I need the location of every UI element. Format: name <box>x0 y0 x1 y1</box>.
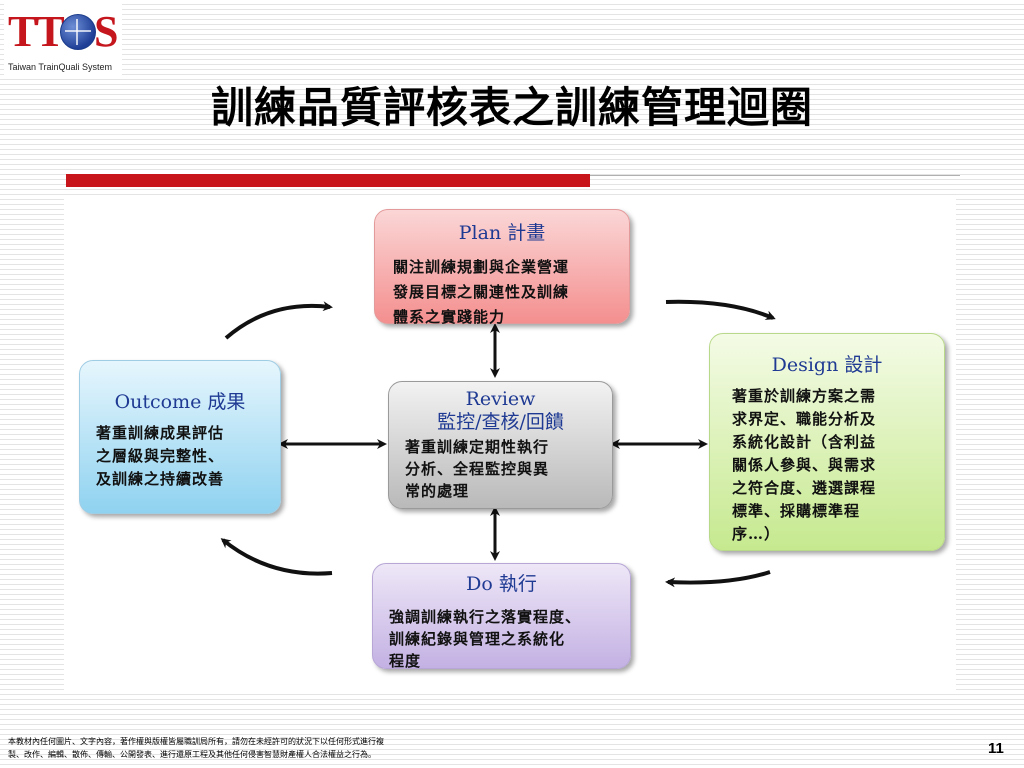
do-body-line: 程度 <box>389 652 422 670</box>
design-body-line: 之符合度、遴選課程 <box>732 479 877 497</box>
review-box: Review 監控/查核/回饋 著重訓練定期性執行 分析、全程監控與異 常的處理 <box>388 381 613 509</box>
design-body: 著重於訓練方案之需 求界定、職能分析及 系統化設計（含利益 關係人參與、與需求 … <box>710 377 944 546</box>
outcome-heading: Outcome 成果 <box>114 391 246 413</box>
review-heading: Review <box>465 388 536 410</box>
outcome-body: 著重訓練成果評估 之層級與完整性、 及訓練之持續改善 <box>80 414 280 491</box>
outcome-body-line: 著重訓練成果評估 <box>96 424 225 442</box>
logo-letters: TT <box>8 7 65 56</box>
title-rule <box>590 175 960 176</box>
review-body-line: 著重訓練定期性執行 <box>405 438 550 456</box>
do-heading: Do 執行 <box>466 573 537 595</box>
design-body-line: 關係人參與、與需求 <box>732 456 877 474</box>
logo: TT S Taiwan TrainQuali System <box>4 4 122 76</box>
title-underline-bar <box>66 174 590 187</box>
review-body-line: 分析、全程監控與異 <box>405 460 550 478</box>
do-body: 強調訓練執行之落實程度、 訓練紀錄與管理之系統化 程度 <box>373 596 630 672</box>
copyright-line: 製、改作、編輯、散佈、傳輸、公開發表、進行還原工程及其他任何侵害智慧財產權人合法… <box>8 750 376 759</box>
page-number: 11 <box>988 740 1004 757</box>
page-title: 訓練品質評核表之訓練管理迴圈 <box>210 83 813 132</box>
cycle-arrow-design-to-do <box>665 570 771 588</box>
logo-letter-s: S <box>94 7 119 56</box>
design-body-line: 標準、採購標準程 <box>732 502 861 520</box>
plan-body-line: 發展目標之關連性及訓練 <box>393 283 570 301</box>
do-box: Do 執行 強調訓練執行之落實程度、 訓練紀錄與管理之系統化 程度 <box>372 563 631 672</box>
copyright-notice: 本教材內任何圖片、文字內容，著作權與版權皆屬職訓局所有，請勿在未經許可的狀況下以… <box>8 735 608 761</box>
plan-box: Plan 計畫 關注訓練規劃與企業營運 發展目標之關連性及訓練 體系之實踐能力 <box>374 209 630 326</box>
design-box: Design 設計 著重於訓練方案之需 求界定、職能分析及 系統化設計（含利益 … <box>709 333 945 551</box>
plan-body-line: 關注訓練規劃與企業營運 <box>393 258 570 276</box>
review-body: 著重訓練定期性執行 分析、全程監控與異 常的處理 <box>389 434 612 502</box>
design-body-line: 求界定、職能分析及 <box>732 410 877 428</box>
logo-caption: Taiwan TrainQuali System <box>8 62 113 72</box>
cycle-arrow-do-to-outcome <box>220 538 333 576</box>
outcome-body-line: 及訓練之持續改善 <box>96 470 225 488</box>
review-body-line: 常的處理 <box>405 482 470 500</box>
plan-body-line: 體系之實踐能力 <box>393 308 506 326</box>
design-heading: Design 設計 <box>771 354 883 376</box>
outcome-body-line: 之層級與完整性、 <box>96 447 225 465</box>
do-body-line: 訓練紀錄與管理之系統化 <box>389 630 566 648</box>
design-body-line: 系統化設計（含利益 <box>732 433 877 451</box>
plan-heading: Plan 計畫 <box>458 222 546 244</box>
cycle-arrow-outcome-to-plan <box>224 301 333 340</box>
do-body-line: 強調訓練執行之落實程度、 <box>389 608 582 626</box>
design-body-line: 著重於訓練方案之需 <box>732 387 877 405</box>
globe-icon <box>60 14 96 50</box>
copyright-line: 本教材內任何圖片、文字內容，著作權與版權皆屬職訓局所有，請勿在未經許可的狀況下以… <box>8 737 384 746</box>
outcome-box: Outcome 成果 著重訓練成果評估 之層級與完整性、 及訓練之持續改善 <box>79 360 281 514</box>
design-body-line: 序…） <box>732 525 781 543</box>
review-subheading: 監控/查核/回饋 <box>437 411 564 433</box>
cycle-arrow-plan-to-design <box>665 299 776 320</box>
plan-body: 關注訓練規劃與企業營運 發展目標之關連性及訓練 體系之實踐能力 <box>375 245 629 330</box>
